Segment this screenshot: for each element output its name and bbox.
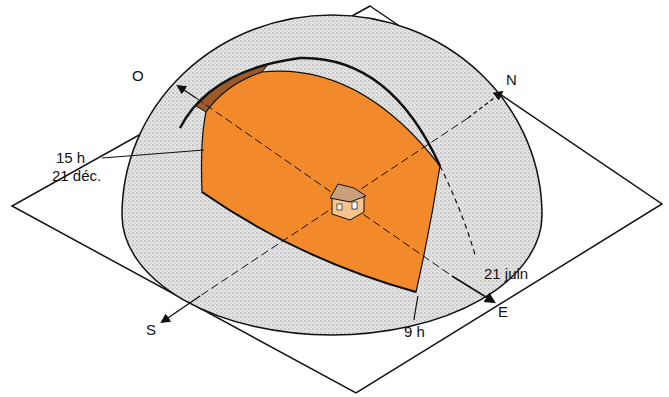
leader-15h [102,150,204,158]
house [330,184,366,220]
north-south-axis [200,118,468,296]
winter-sun-path [202,192,416,292]
north-arrow [468,92,502,118]
direction-or-time-label: O [132,68,144,85]
ground-plane [12,6,662,393]
direction-or-time-label: 15 h [56,150,85,167]
direction-or-time-label: 21 déc. [52,168,101,185]
direction-or-time-label: E [498,304,508,321]
west-east-axis [196,98,452,276]
south-arrow [162,296,200,322]
summer-sun-path-dashed [440,166,476,258]
direction-or-time-label: N [506,72,517,89]
sun-exposure-band [202,71,441,292]
summer-sun-path [180,58,440,166]
direction-or-time-label: S [146,322,156,339]
direction-or-time-label: 9 h [404,324,425,341]
leader-9h [414,296,418,320]
west-arrow [178,86,196,98]
direction-or-time-label: 21 juin [484,266,528,283]
sky-dome [122,15,542,335]
